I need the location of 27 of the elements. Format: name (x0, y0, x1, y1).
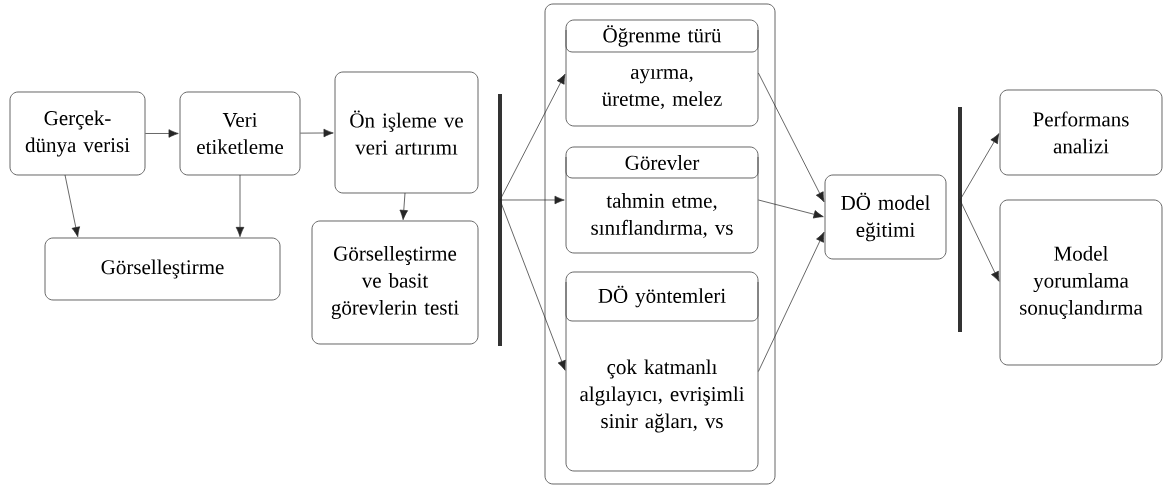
arrow (959, 133, 1000, 201)
divider-bar (958, 107, 962, 332)
process-box: Gerçek-dünya verisi (9, 91, 146, 176)
arrow (145, 129, 179, 138)
titled-box: DÖ yöntemleri çok katmanlı algılayıcı, evrişimli sinir ağları, vs (565, 271, 759, 472)
titled-box: Görevler tahmin etme, sınıflandırma, vs (565, 146, 759, 254)
process-box: Model yorumlama sonuçlandırma (999, 199, 1163, 366)
arrow (399, 192, 408, 220)
group-frame (544, 3, 776, 485)
arrow (64, 174, 80, 238)
process-box: Ön işleme ve veri artırımı (334, 71, 479, 194)
arrow (758, 231, 825, 372)
arrow (235, 174, 245, 237)
arrow (758, 199, 824, 219)
process-box: Görselleştirme (44, 237, 281, 301)
process-box: DÖ model eğitimi (824, 174, 947, 260)
divider-bar (498, 94, 502, 346)
arrow (499, 73, 566, 201)
process-box: Performans analizi (999, 89, 1163, 176)
arrow (758, 72, 825, 203)
arrow (499, 195, 565, 205)
arrow (959, 199, 1000, 282)
titled-box: Öğrenme türü ayırma, üretme, melez (565, 19, 759, 127)
process-box: Veri etiketleme (179, 91, 301, 176)
arrow (300, 128, 334, 138)
process-box: Görselleştirme ve basit görevlerin testi (311, 220, 479, 345)
arrow (499, 199, 566, 371)
